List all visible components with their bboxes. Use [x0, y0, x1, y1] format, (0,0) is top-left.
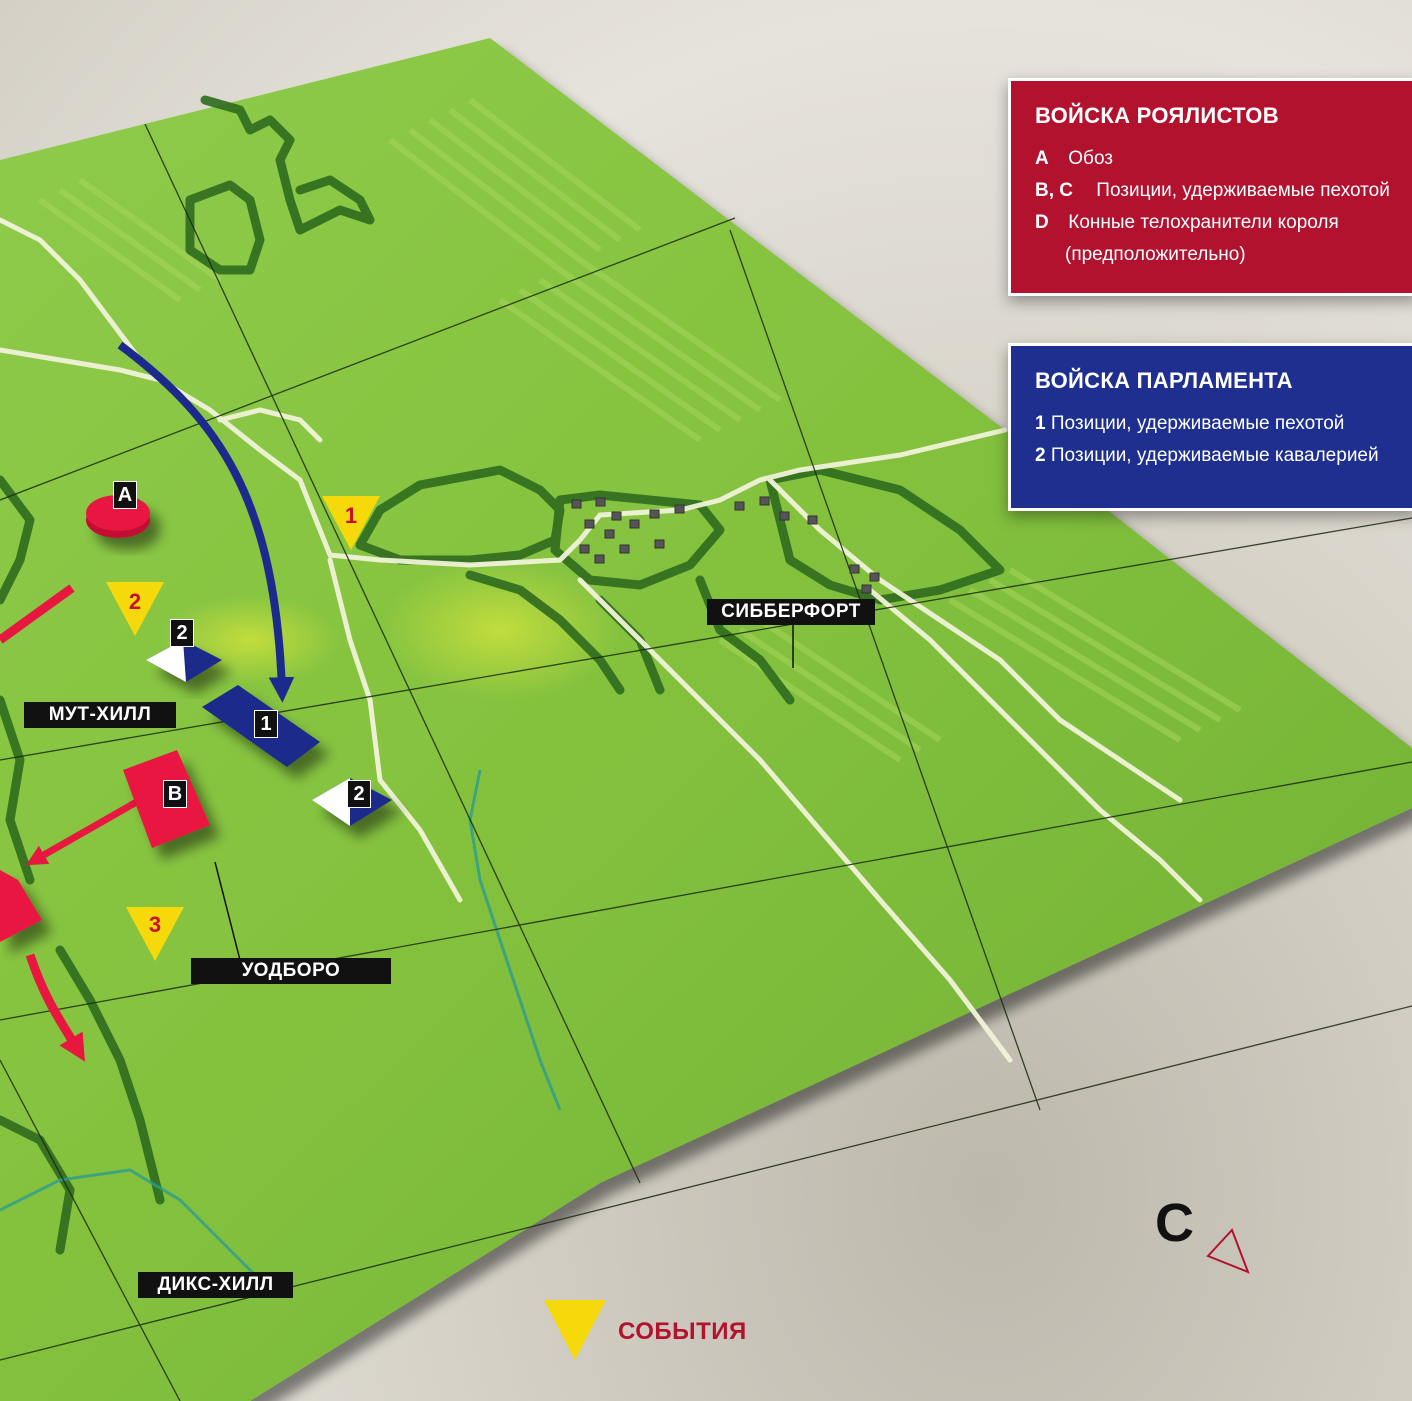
events-legend-label: СОБЫТИЯ — [618, 1318, 747, 1345]
legend-row: (предположительно) — [1035, 239, 1391, 271]
compass-north-letter: С — [1155, 1193, 1194, 1253]
parliament-unit-2a-label[interactable]: 2 — [170, 619, 194, 647]
legend-royalist: ВОЙСКА РОЯЛИСТОВ A Обоз B, C Позиции, уд… — [1008, 78, 1412, 296]
legend-key: 2 — [1035, 445, 1046, 466]
label-leader-line — [214, 861, 241, 961]
legend-row: D Конные телохранители короля — [1035, 207, 1391, 239]
north-triangle-icon — [1206, 1228, 1250, 1274]
legend-row: 2 Позиции, удерживаемые кавалерией — [1035, 440, 1391, 472]
hedges — [0, 95, 1005, 1255]
village-houses — [571, 496, 880, 594]
royalist-arrow-west — [25, 796, 142, 866]
event-triangle-icon — [544, 1300, 606, 1360]
legend-parliament-title: ВОЙСКА ПАРЛАМЕНТА — [1035, 368, 1293, 393]
legend-row: A Обоз — [1035, 143, 1391, 175]
legend-royalist-title: ВОЙСКА РОЯЛИСТОВ — [1035, 103, 1279, 128]
legend-text: Обоз — [1068, 148, 1114, 169]
event-number-3: 3 — [148, 912, 162, 937]
parliament-advance-arrow — [117, 341, 295, 703]
event-triangle-icon — [126, 907, 184, 961]
parliament-unit-2a-block[interactable] — [146, 640, 222, 682]
legend-key: D — [1035, 212, 1049, 233]
event-number-2: 2 — [128, 589, 142, 614]
place-label-dicks-hill: ДИКС-ХИЛЛ — [138, 1272, 293, 1298]
legend-text: Позиции, удерживаемые кавалерией — [1050, 445, 1379, 466]
royalist-arrow-north — [0, 584, 75, 644]
place-label-moot-hill: МУТ-ХИЛЛ — [24, 702, 176, 728]
parliament-unit-1-label[interactable]: 1 — [254, 710, 278, 738]
legend-text: Позиции, удерживаемые пехотой — [1050, 413, 1345, 434]
legend-text: Позиции, удерживаемые пехотой — [1096, 180, 1390, 201]
terrain — [0, 38, 1412, 1401]
legend-parliament: ВОЙСКА ПАРЛАМЕНТА 1 Позиции, удерживаемы… — [1008, 343, 1412, 511]
legend-key: B, C — [1035, 180, 1073, 201]
event-number-1: 1 — [344, 503, 358, 528]
event-triangle-icon — [322, 496, 380, 550]
royalist-unit-a-label[interactable]: A — [113, 481, 137, 509]
royalist-unit-c-block[interactable] — [0, 870, 42, 942]
legend-key: 1 — [1035, 413, 1046, 434]
legend-key: A — [1035, 148, 1049, 169]
legend-text: Конные телохранители короля — [1068, 212, 1339, 233]
place-label-wodboro: УОДБОРО — [191, 958, 391, 984]
legend-row: 1 Позиции, удерживаемые пехотой — [1035, 408, 1391, 440]
royalist-unit-b-label[interactable]: B — [163, 780, 187, 808]
legend-row: B, C Позиции, удерживаемые пехотой — [1035, 175, 1391, 207]
place-label-sibberfort: СИББЕРФОРТ — [707, 599, 875, 625]
event-triangle-icon — [106, 582, 164, 636]
royalist-arrow-south — [25, 953, 85, 1062]
field-stripes — [38, 97, 1242, 763]
legend-text: (предположительно) — [1065, 244, 1246, 265]
yellow-field — [380, 560, 620, 700]
parliament-unit-2b-label[interactable]: 2 — [347, 780, 371, 808]
